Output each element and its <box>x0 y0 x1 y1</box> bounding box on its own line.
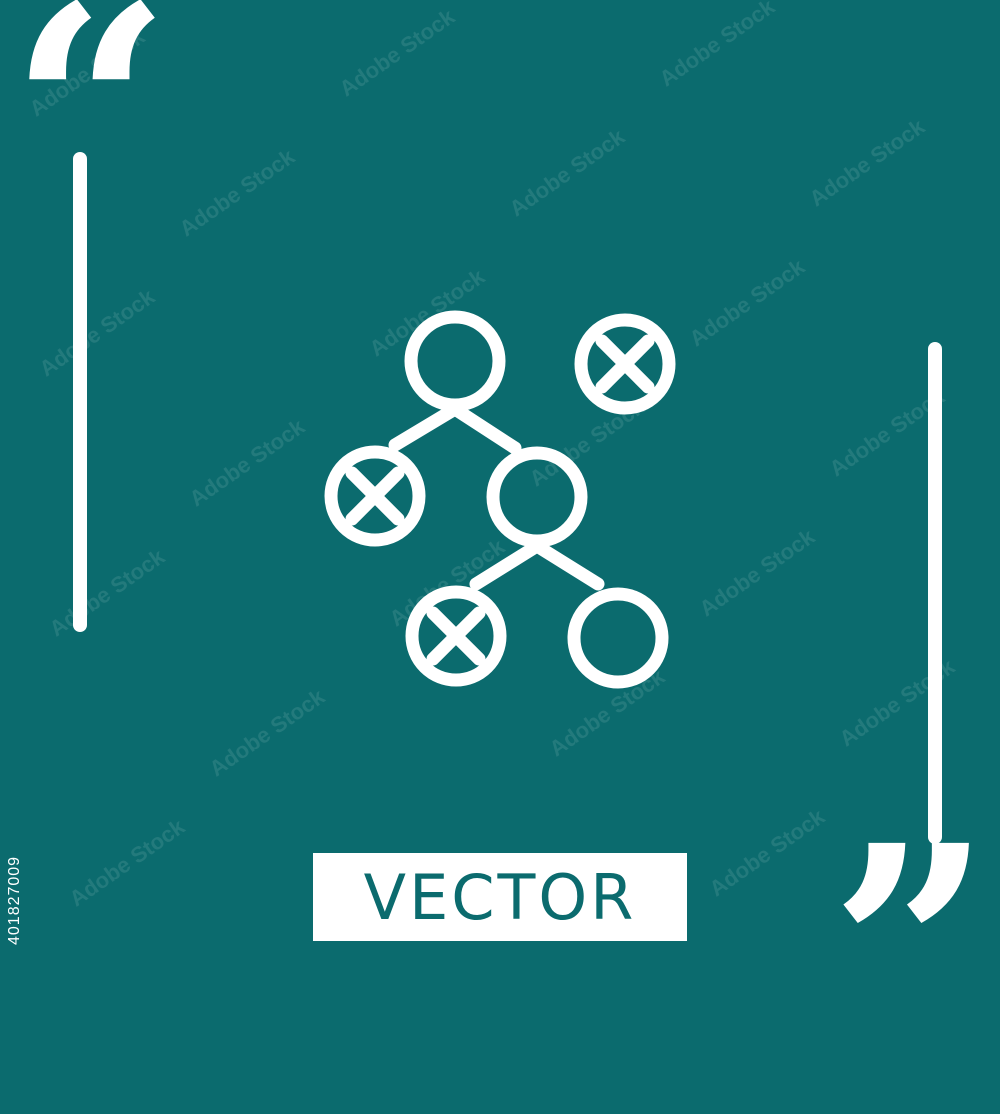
stock-id-text: 401827009 <box>6 855 23 945</box>
tree-node-rejected <box>324 445 426 547</box>
tree-node <box>486 446 588 548</box>
left-vertical-rule <box>73 152 87 632</box>
tree-node-rejected <box>405 585 507 687</box>
tree-node-root <box>404 310 506 412</box>
tree-node <box>567 587 669 689</box>
tree-edge <box>388 402 462 452</box>
tree-edge <box>530 539 605 591</box>
vector-label-box: VECTOR <box>313 853 687 941</box>
tree-node-rejected <box>574 313 676 415</box>
vector-label: VECTOR <box>363 860 637 934</box>
decision-tree-icon <box>324 310 676 689</box>
right-vertical-rule <box>928 342 942 844</box>
tree-edge <box>469 539 544 591</box>
open-quote-mark: “ <box>10 0 172 274</box>
canvas: Adobe Stock Adobe Stock Adobe Stock Adob… <box>6 0 992 1090</box>
tree-edge <box>448 402 522 455</box>
